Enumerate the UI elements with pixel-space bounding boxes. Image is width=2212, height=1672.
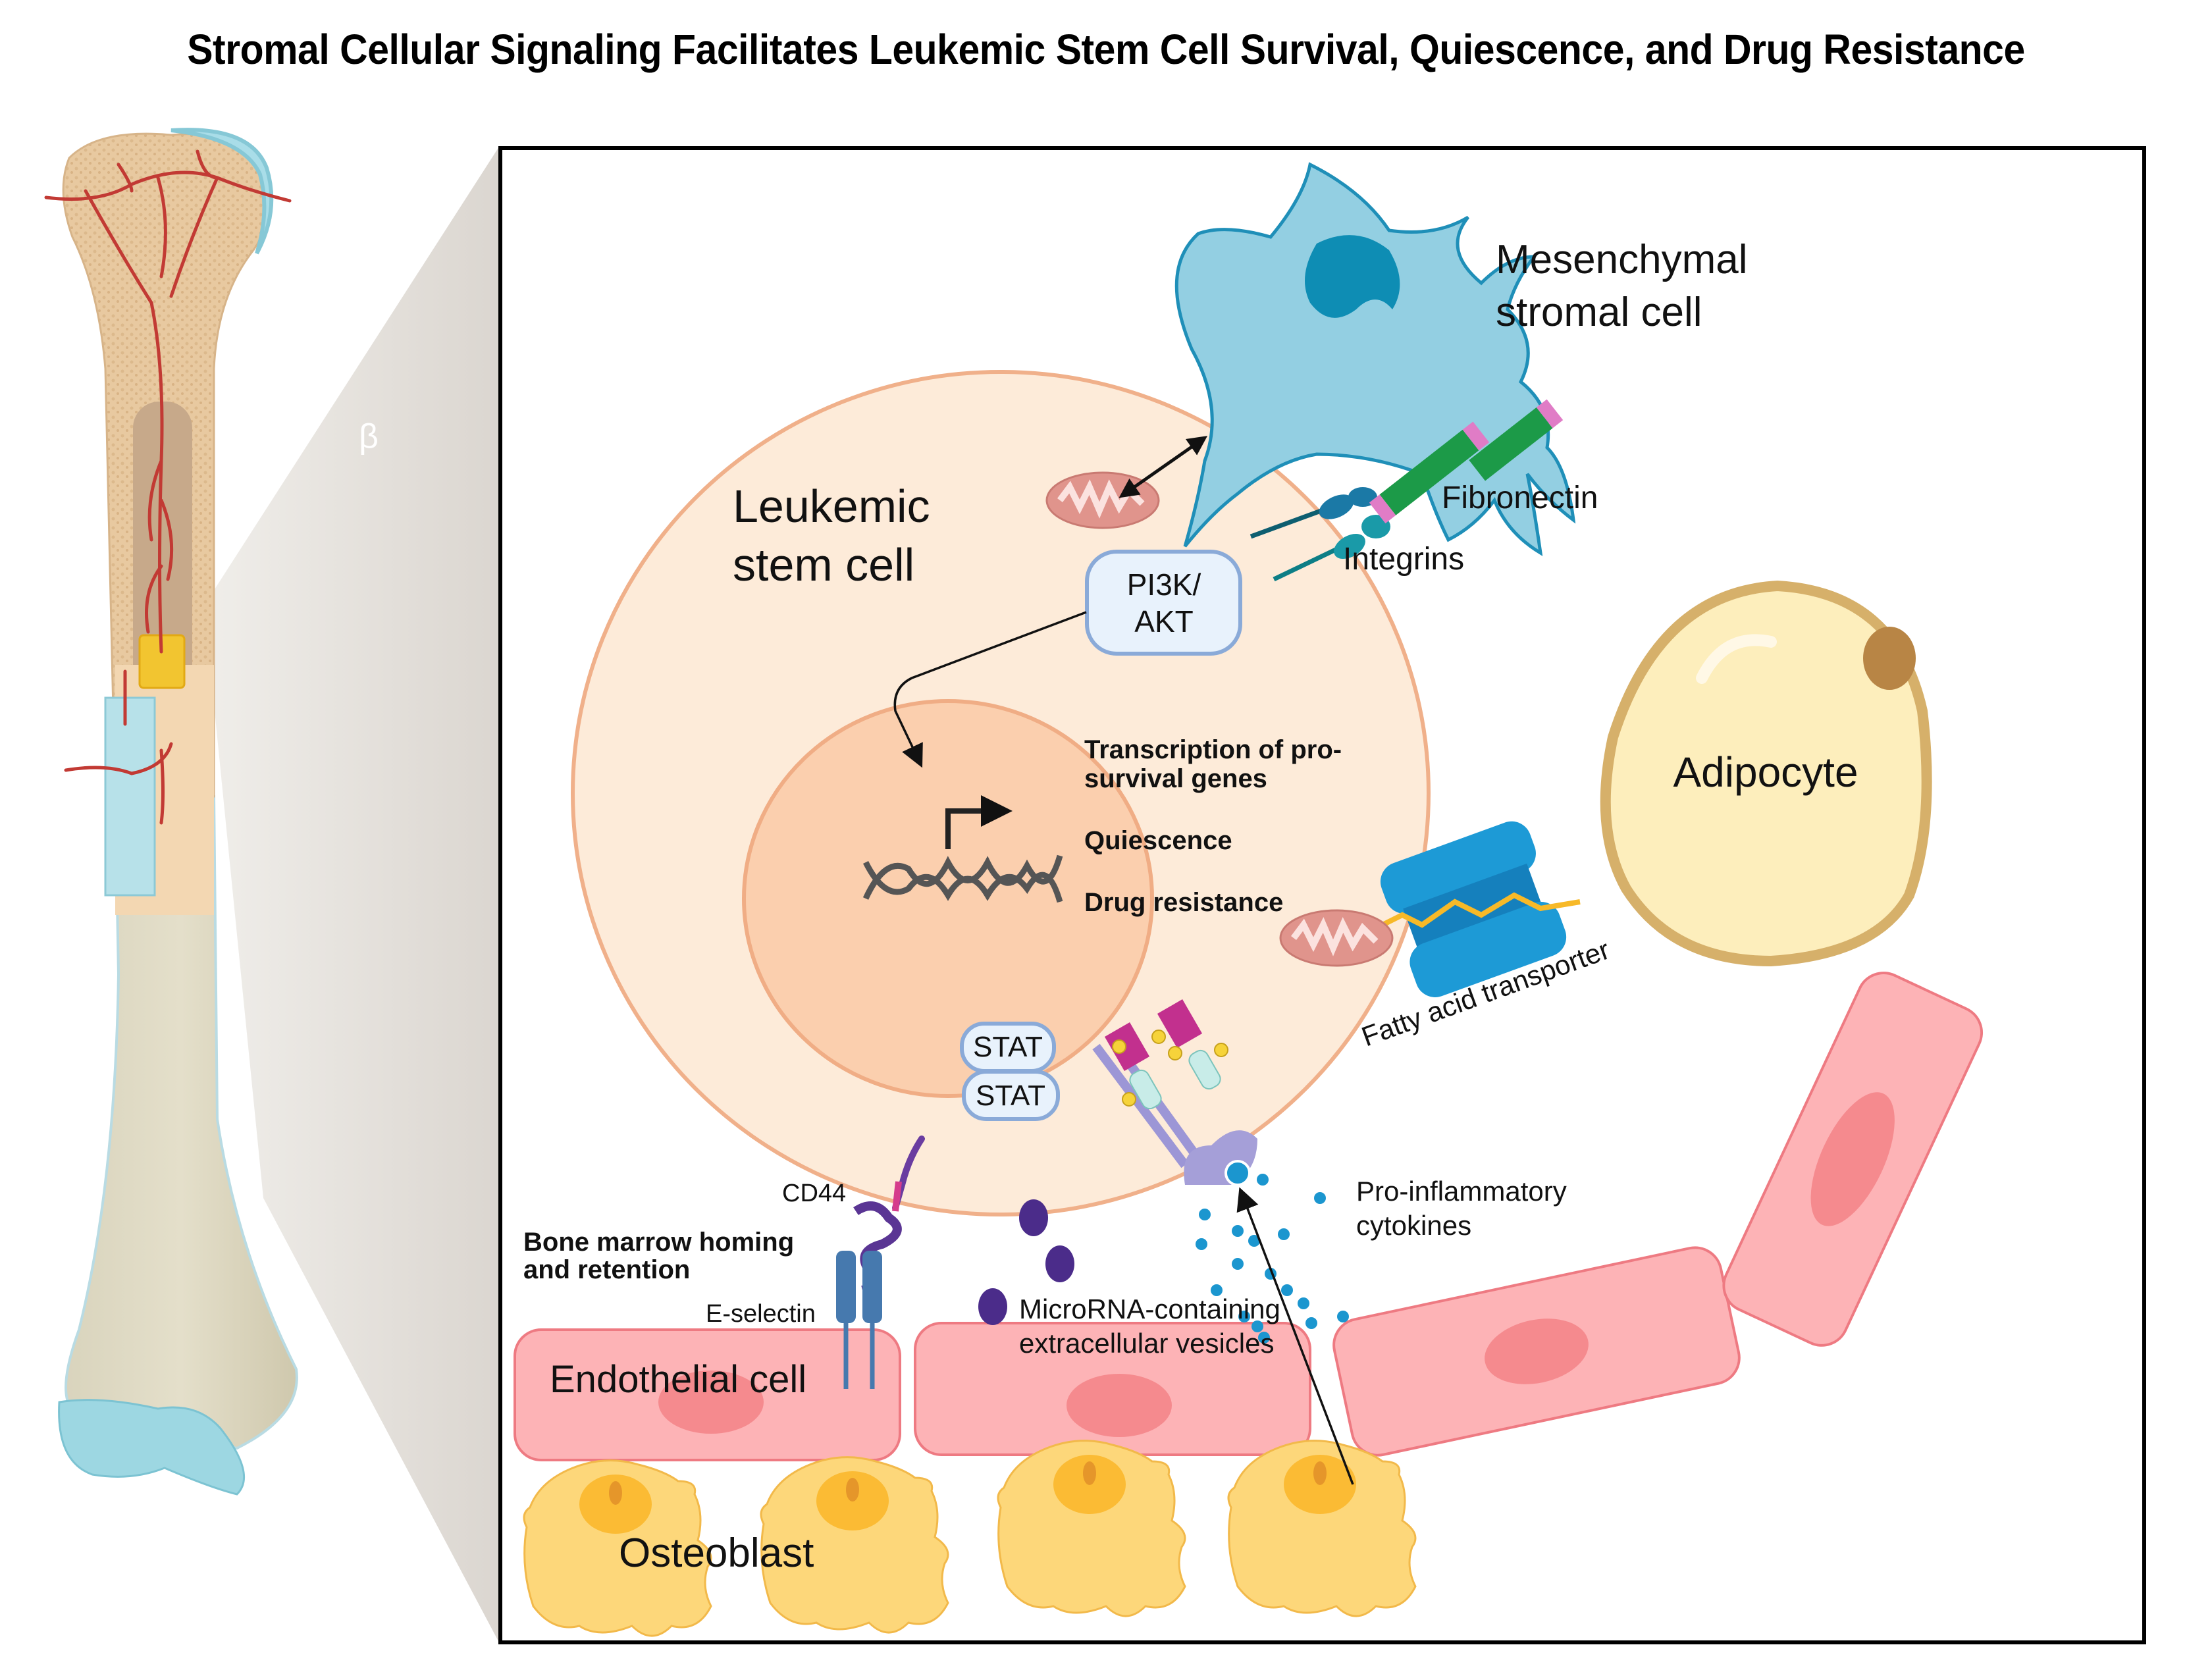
osteoblasts [523, 1440, 1417, 1637]
label-transcription-1: Transcription of pro- [1084, 735, 1342, 764]
label-fibronectin: Fibronectin [1442, 481, 1598, 515]
label-endothelial: Endothelial cell [550, 1358, 806, 1401]
svg-text:AKT: AKT [1134, 604, 1193, 639]
cytokine-dots [1196, 1174, 1349, 1344]
mitochondrion-bottom [1279, 909, 1394, 967]
endothelial-nucleus-2 [1066, 1374, 1172, 1437]
msc-nucleus [1305, 235, 1400, 318]
endothelial-nucleus-4 [1810, 1092, 1895, 1226]
articular-cartilage-top [171, 128, 274, 255]
label-microrna-1: MicroRNA-containing [1019, 1293, 1280, 1324]
jak-cytokine-receptor [1092, 999, 1257, 1186]
label-transcription-2: survival genes [1084, 764, 1267, 793]
svg-text:STAT: STAT [976, 1080, 1045, 1112]
cd44-e-selectin-complex [836, 1136, 925, 1389]
label-quiescence: Quiescence [1084, 826, 1232, 855]
vesicle-2 [1045, 1245, 1074, 1282]
pi3k-akt-node: PI3K/ AKT [1085, 550, 1242, 656]
mesenchymal-stromal-cell [1174, 162, 1576, 556]
blood-vessels [44, 149, 292, 825]
adipocyte [1600, 580, 1932, 967]
vesicle-3 [978, 1288, 1007, 1325]
stat-dimer: STAT STAT [960, 1022, 1060, 1121]
osteoblast-to-receptor-arrow [1236, 1187, 1354, 1485]
osteoblast-1 [523, 1459, 712, 1637]
dna-helix-icon [862, 854, 1063, 903]
figure-title: Stromal Cellular Signaling Facilitates L… [187, 26, 2025, 73]
label-stem-cell: stem cell [733, 539, 914, 590]
label-e-selectin: E-selectin [706, 1300, 816, 1328]
endothelial-cells [514, 972, 1984, 1461]
long-bone-illustration [44, 128, 298, 1496]
mito-msc-double-arrow [1119, 436, 1208, 498]
label-cd44: CD44 [782, 1180, 846, 1207]
zoom-symbol: β [359, 417, 379, 456]
label-homing-2: and retention [523, 1255, 690, 1284]
microrna-vesicles [978, 1199, 1074, 1325]
label-integrins: Integrins [1343, 542, 1464, 577]
integrin-fibronectin-complex [1250, 399, 1564, 582]
label-cytokines-2: cytokines [1356, 1210, 1471, 1241]
label-adipocyte: Adipocyte [1673, 748, 1858, 796]
fatty-acid-transporter [1368, 821, 1581, 997]
svg-text:PI3K/: PI3K/ [1127, 567, 1201, 602]
periosteum-flap [104, 696, 156, 897]
zoom-wedge [204, 147, 499, 1642]
osteoblast-3 [997, 1440, 1186, 1617]
svg-text:STAT: STAT [973, 1031, 1043, 1063]
label-mesenchymal: Mesenchymal [1496, 237, 1747, 282]
pi3k-to-nucleus-arrow [893, 611, 1087, 768]
endothelial-nucleus-3 [1485, 1319, 1589, 1384]
label-cytokines-1: Pro-inflammatory [1356, 1176, 1567, 1207]
vesicle-1 [1019, 1199, 1048, 1236]
label-stromal-cell: stromal cell [1496, 290, 1702, 335]
label-leukemic: Leukemic [733, 481, 930, 532]
articular-cartilage-bottom [58, 1399, 246, 1496]
endothelial-nucleus-1 [658, 1371, 764, 1434]
label-osteoblast: Osteoblast [619, 1530, 814, 1576]
label-microrna-2: extracellular vesicles [1019, 1328, 1274, 1359]
transcription-start-arrow [945, 795, 1013, 849]
osteoblast-4 [1227, 1440, 1417, 1617]
label-drug-resistance: Drug resistance [1084, 888, 1283, 917]
label-homing-1: Bone marrow homing [523, 1228, 794, 1257]
